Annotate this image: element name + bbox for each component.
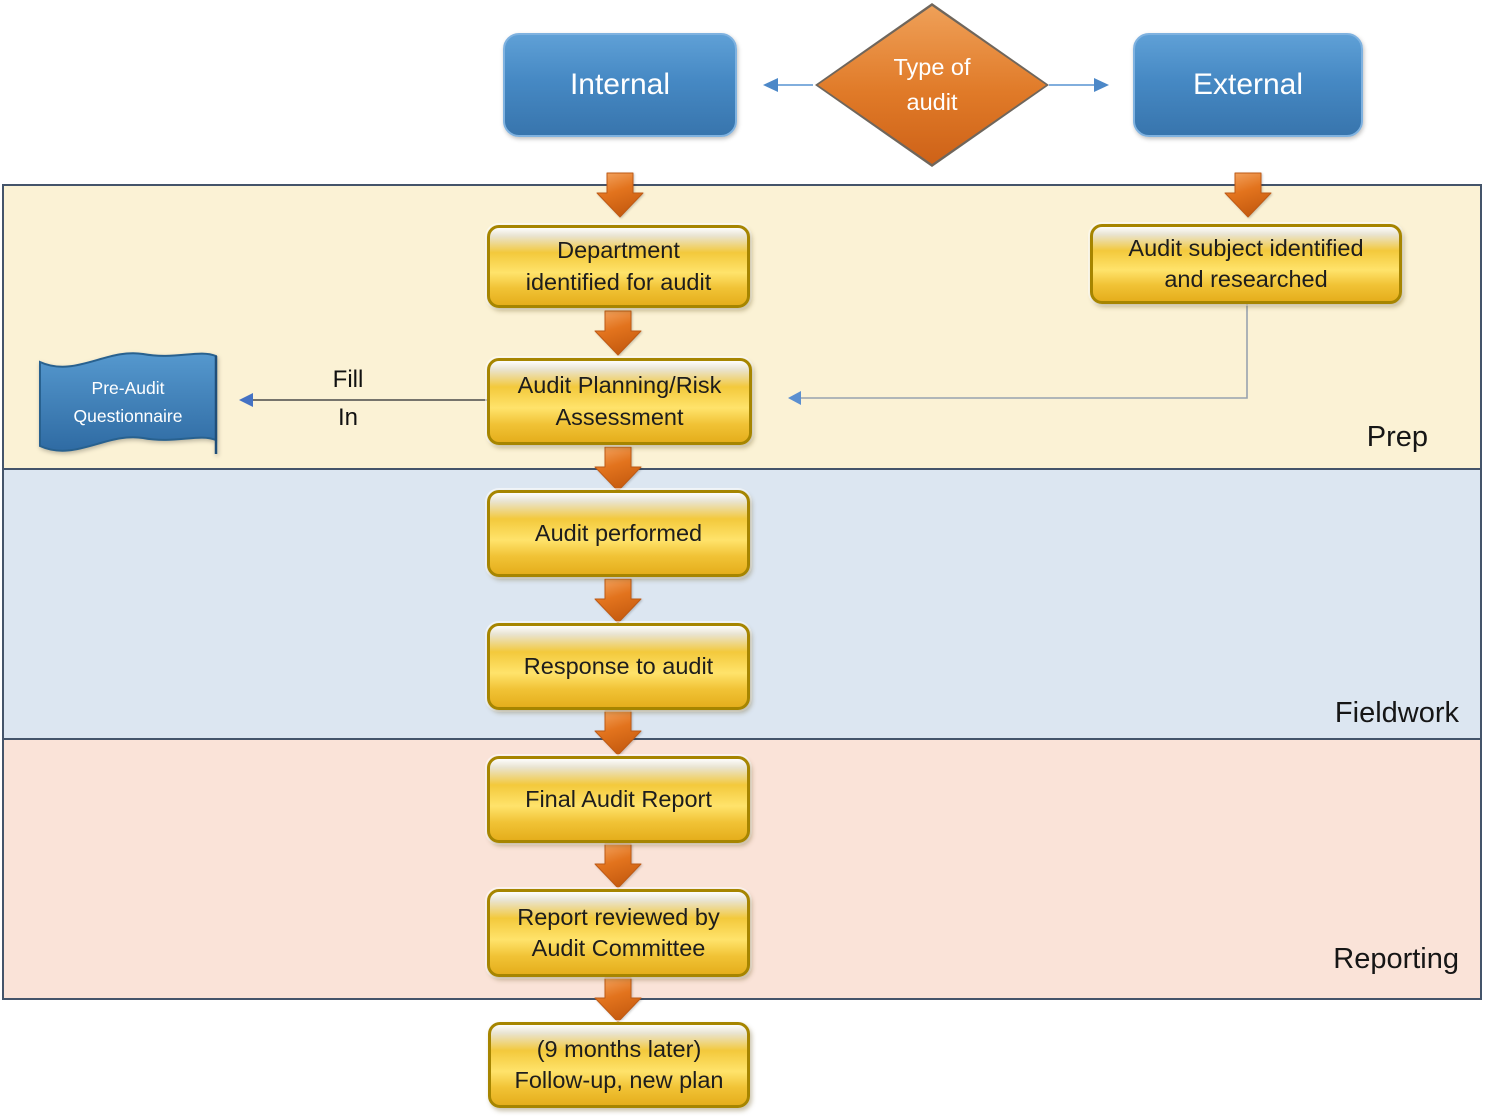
arrow-review-to-followup-icon — [594, 977, 642, 1023]
audit-subject-box: Audit subject identified and researched — [1090, 224, 1402, 304]
audit-planning-box: Audit Planning/Risk Assessment — [487, 358, 752, 445]
arrowhead-left-icon — [763, 78, 778, 92]
band-reporting-label: Reporting — [1333, 943, 1459, 975]
in-label: In — [337, 404, 358, 431]
arrow-external-to-subject-icon — [1224, 172, 1272, 218]
internal-branch-label: Internal — [569, 68, 671, 101]
connector-diamond-to-external — [1049, 78, 1109, 92]
arrow-final-to-review-icon — [594, 843, 642, 889]
internal-branch-box: Internal — [503, 33, 737, 137]
response-to-audit-box: Response to audit — [487, 623, 750, 710]
external-branch-box: External — [1133, 33, 1363, 137]
arrow-performed-to-response-icon — [594, 578, 642, 624]
pre-audit-questionnaire-flag — [39, 352, 218, 454]
arrowhead-right-icon — [1094, 78, 1109, 92]
connector-diamond-to-internal — [763, 78, 813, 92]
decision-diamond-label: Type of audit — [893, 53, 971, 115]
final-audit-report-box: Final Audit Report — [487, 756, 750, 843]
report-reviewed-box: Report reviewed by Audit Committee — [487, 889, 750, 977]
department-identified-box: Department identified for audit — [487, 225, 750, 308]
audit-performed-box: Audit performed — [487, 490, 750, 577]
pre-audit-questionnaire-label: Pre-Audit Questionnaire — [73, 378, 183, 426]
band-fieldwork-label: Fieldwork — [1334, 697, 1459, 729]
arrow-response-to-final-icon — [594, 710, 642, 756]
band-prep-label: Prep — [1366, 421, 1428, 453]
arrow-department-to-planning-icon — [594, 310, 642, 356]
external-branch-label: External — [1192, 68, 1304, 101]
arrow-planning-to-performed-icon — [594, 446, 642, 492]
arrow-internal-to-department-icon — [596, 172, 644, 218]
fill-label: Fill — [332, 366, 364, 393]
followup-box: (9 months later) Follow-up, new plan — [488, 1022, 750, 1108]
